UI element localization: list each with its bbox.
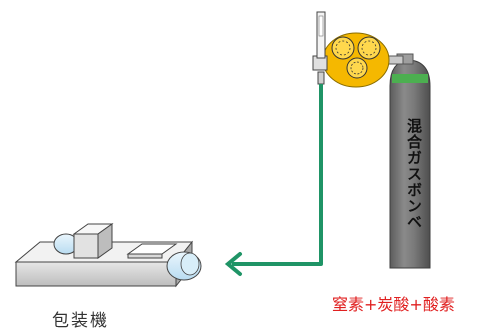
hose-connector — [317, 71, 325, 85]
machine-block-side — [97, 223, 113, 259]
gas-pipe — [224, 84, 323, 276]
pressure-gauge-right — [357, 36, 381, 60]
packaging-machine-label: 包装機 — [52, 311, 109, 331]
cylinder-band — [392, 74, 428, 83]
machine-block-front — [73, 233, 99, 259]
cylinder-label: 混合ガスボンベ — [405, 118, 423, 230]
gas-regulator — [312, 11, 404, 88]
pressure-gauge-left — [331, 36, 355, 60]
regulator-knob — [346, 57, 368, 79]
gas-cylinder — [389, 53, 431, 269]
gas-mixture-label: 窒素+炭酸+酸素 — [332, 295, 455, 314]
machine-base-front — [15, 261, 177, 287]
packaging-machine — [14, 223, 202, 288]
flow-arrowhead — [224, 252, 242, 276]
